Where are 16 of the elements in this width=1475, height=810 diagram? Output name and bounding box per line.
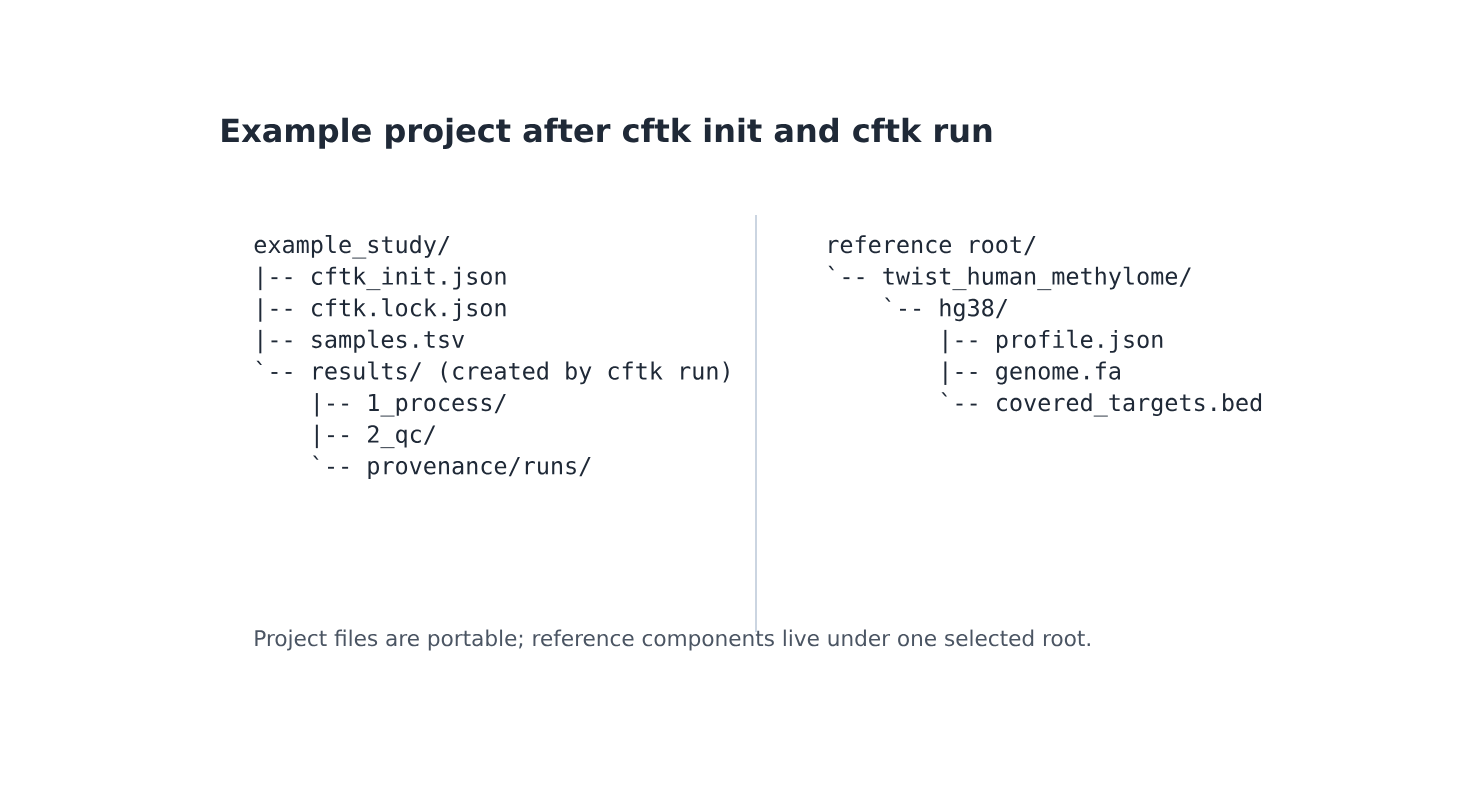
tree-line: |-- cftk_init.json [259, 266, 506, 291]
tree-line: |-- 2_qc/ [315, 424, 436, 449]
tree-line: `-- twist_human_methylome/ [828, 265, 1191, 291]
tree-line: `-- results/ (created by cftk run) [256, 360, 729, 385]
tree-line: |-- profile.json [944, 329, 1163, 354]
tree-line: |-- cftk.lock.json [259, 298, 506, 322]
tree-line: reference root/ [829, 235, 1036, 256]
tree-line: |-- samples.tsv [259, 329, 465, 354]
title: Example project after cftk init and cftk run [222, 117, 992, 149]
tree-line: |-- 1_process/ [315, 393, 506, 417]
tree-line: example_study/ [254, 235, 450, 259]
caption: Project files are portable; reference components live under one selected root. [255, 629, 1090, 651]
tree-line: |-- genome.fa [944, 361, 1120, 385]
tree-line: `-- provenance/runs/ [313, 455, 591, 480]
tree-line: `-- hg38/ [885, 297, 1008, 322]
tree-line: `-- covered_targets.bed [941, 392, 1262, 417]
